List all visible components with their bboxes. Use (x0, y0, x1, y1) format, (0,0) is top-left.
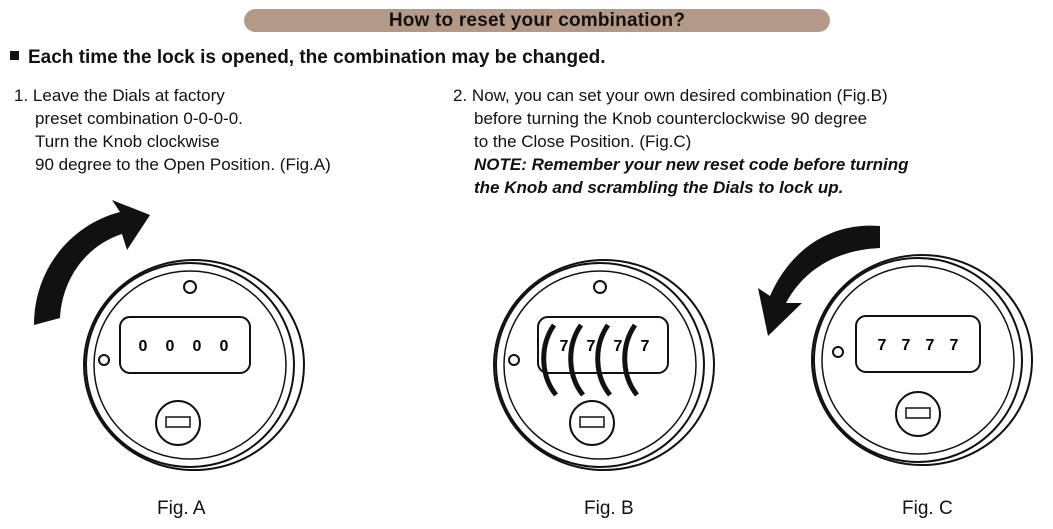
subheading-text: Each time the lock is opened, the combin… (28, 47, 606, 68)
page-title: How to reset your combination? (388, 9, 686, 31)
dial-digit: 0 (166, 338, 175, 355)
figure-a-caption: Fig. A (157, 498, 206, 519)
step-1-line: Turn the Knob clockwise (35, 132, 220, 151)
title-banner: How to reset your combination? (244, 9, 830, 32)
step-1-line: preset combination 0-0-0-0. (35, 109, 243, 128)
clockwise-arrow-icon (34, 200, 150, 325)
dial-digit: 0 (193, 338, 202, 355)
dial-digit: 7 (950, 337, 959, 354)
step-2-line: before turning the Knob counterclockwise… (474, 109, 868, 128)
counterclockwise-arrow-icon (758, 225, 880, 336)
combination-lock-b: 7 7 7 7 (493, 259, 715, 471)
dial-digit: 7 (614, 338, 623, 355)
figure-c-caption: Fig. C (902, 498, 953, 519)
step-2-number: 2. (453, 86, 468, 105)
rotate-dial-arrows-icon (541, 323, 640, 397)
figure-b-caption: Fig. B (584, 498, 634, 519)
square-bullet-icon (10, 51, 19, 60)
step-2-note: NOTE: Remember your new reset code befor… (474, 155, 909, 174)
step-2: 2. Now, you can set your own desired com… (453, 84, 909, 199)
step-2-line: Now, you can set your own desired combin… (471, 86, 888, 105)
combination-lock-a: 0 0 0 0 (83, 259, 305, 471)
dial-digit: 7 (587, 338, 596, 355)
dial-digit: 7 (641, 338, 650, 355)
subheading: Each time the lock is opened, the combin… (10, 47, 606, 69)
dial-digit: 0 (220, 338, 229, 355)
step-2-note: the Knob and scrambling the Dials to loc… (474, 178, 844, 197)
step-1-line: Leave the Dials at factory (32, 86, 225, 105)
step-1-number: 1. (14, 86, 29, 105)
step-1: 1. Leave the Dials at factory preset com… (14, 84, 331, 176)
dial-digit: 0 (139, 338, 148, 355)
dial-digit: 7 (878, 337, 887, 354)
combination-lock-c: 7 7 7 7 (811, 254, 1033, 466)
dial-digit: 7 (560, 338, 569, 355)
step-2-line: to the Close Position. (Fig.C) (474, 132, 692, 151)
dial-digit: 7 (926, 337, 935, 354)
step-1-line: 90 degree to the Open Position. (Fig.A) (35, 155, 331, 174)
dial-digit: 7 (902, 337, 911, 354)
